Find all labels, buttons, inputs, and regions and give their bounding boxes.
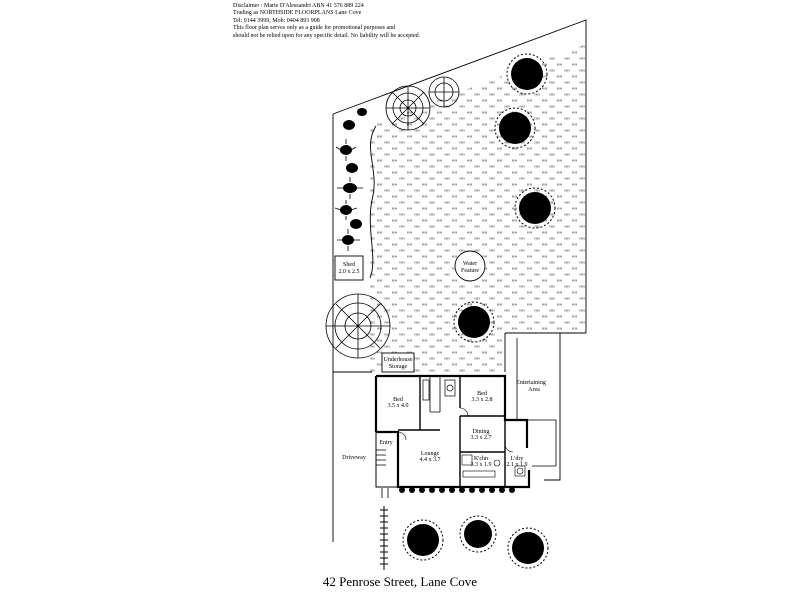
entertaining-label-1: Entertaining	[516, 380, 546, 386]
garden-bed-edge	[369, 125, 377, 279]
disclaimer-line: should not be relied upon for any specif…	[233, 32, 421, 39]
driveway-label: Driveway	[342, 455, 366, 461]
lawn-area	[370, 44, 586, 372]
shed-size: 2.0 x 2.5	[339, 269, 360, 275]
entry-steps	[376, 449, 389, 498]
kitchen-label: K'chn	[474, 456, 488, 462]
shed-label: Shed	[343, 262, 355, 268]
tree-canopy-fringe	[402, 53, 556, 569]
underhouse-label-2: Storage	[389, 364, 408, 370]
room-labels: Bed 3.5 x 4.0 Bed 3.3 x 2.8 Entertaining…	[342, 380, 546, 468]
disclaimer-line: Trading as NORTHSIDE FLOORPLANS Lane Cov…	[233, 10, 362, 17]
bed2-label: Bed	[477, 391, 487, 397]
tree-ring-small	[428, 76, 460, 108]
bed2-size: 3.3 x 2.8	[472, 397, 493, 403]
property-boundary	[332, 19, 587, 542]
water-feature-label-1: Water	[463, 261, 477, 267]
entertaining-label-2: Area	[528, 387, 540, 393]
kitchen-size: 3.3 x 1.9	[471, 462, 492, 468]
house-walls	[374, 374, 531, 489]
bed1-size: 3.5 x 4.0	[388, 403, 409, 409]
disclaimer-line: Disclaimer : Marie D'Alessandri ABN 41 3…	[233, 3, 364, 9]
entertaining-deck	[516, 338, 557, 467]
disclaimer-block: Disclaimer : Marie D'Alessandri ABN 41 3…	[233, 3, 420, 40]
laundry-size: 2.1 x 1.9	[507, 462, 528, 468]
underhouse-label-1: Underhouse	[384, 357, 413, 363]
tree-ring-large	[325, 293, 391, 359]
kitchen-fixtures	[461, 454, 526, 478]
dining-size: 3.3 x 2.7	[471, 435, 492, 441]
water-feature: Water Feature	[454, 250, 486, 282]
shed: Shed 2.0 x 2.5	[334, 255, 364, 281]
entry-label: Entry	[379, 440, 392, 446]
disclaimer-line: Tel: 9144 3999, Mob: 0404 893 908	[233, 17, 320, 24]
disclaimer-line: This floor plan serves only as a guide f…	[233, 25, 396, 32]
lounge-size: 4.4 x 3.7	[420, 457, 441, 463]
dining-label: Dining	[473, 429, 490, 435]
water-feature-label-2: Feature	[461, 268, 479, 274]
property-address-caption: 42 Penrose Street, Lane Cove	[322, 574, 478, 589]
underhouse-storage: Underhouse Storage	[381, 352, 415, 373]
garden-plants-left	[334, 108, 367, 251]
front-garden-row	[399, 487, 515, 493]
tree-ring-top	[385, 85, 431, 131]
lounge-label: Lounge	[421, 451, 440, 457]
tree-canopies	[407, 58, 551, 564]
front-path-plants	[380, 506, 388, 570]
laundry-label: L'dry	[511, 456, 524, 462]
bed1-label: Bed	[393, 397, 403, 403]
